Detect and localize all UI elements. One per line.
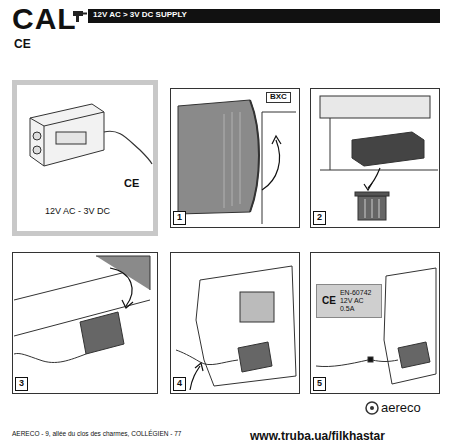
callout-number: 5 xyxy=(313,377,326,391)
step-panel: 2 xyxy=(310,88,440,228)
callout-number: 3 xyxy=(15,377,28,391)
watermark: www.truba.ua/filkhastar xyxy=(250,430,385,443)
overview-panel: CE 12V AC - 3V DC xyxy=(12,80,158,236)
logo-mark xyxy=(370,406,374,410)
title: CAL xyxy=(12,4,77,34)
logo-mark xyxy=(366,402,378,414)
voltage-text: 12V AC - 3V DC xyxy=(45,207,110,217)
connected-drawing xyxy=(316,268,436,384)
step-panel: 4 xyxy=(170,252,300,394)
ce-mark: CE xyxy=(124,177,139,189)
step-panel: 3 xyxy=(12,252,158,394)
rating-text: EN-60742 12V AC 0.5A xyxy=(340,289,376,313)
fit-unit-drawing xyxy=(14,256,150,362)
remove-unit-drawing xyxy=(320,96,438,220)
ce-mark: CE xyxy=(14,38,31,51)
step-panel: 1 xyxy=(170,88,300,228)
ce-mark: CE xyxy=(322,295,336,307)
model-tag: BXC xyxy=(266,92,291,103)
address-text: AERECO - 9, allée du clos des charmes, C… xyxy=(12,430,181,437)
brand-logo: aereco xyxy=(381,401,421,415)
header-bar xyxy=(88,9,440,23)
wiring-drawing xyxy=(176,266,296,390)
rating-label: CE EN-60742 12V AC 0.5A xyxy=(316,284,382,318)
cover-drawing xyxy=(178,100,296,224)
header-text: 12V AC > 3V DC SUPPLY xyxy=(93,11,187,20)
callout-number: 4 xyxy=(173,377,186,391)
callout-number: 2 xyxy=(313,211,326,225)
power-supply-drawing xyxy=(30,104,152,166)
callout-number: 1 xyxy=(173,211,186,225)
step-panel: 5 CE EN-60742 12V AC 0.5A xyxy=(310,252,440,394)
